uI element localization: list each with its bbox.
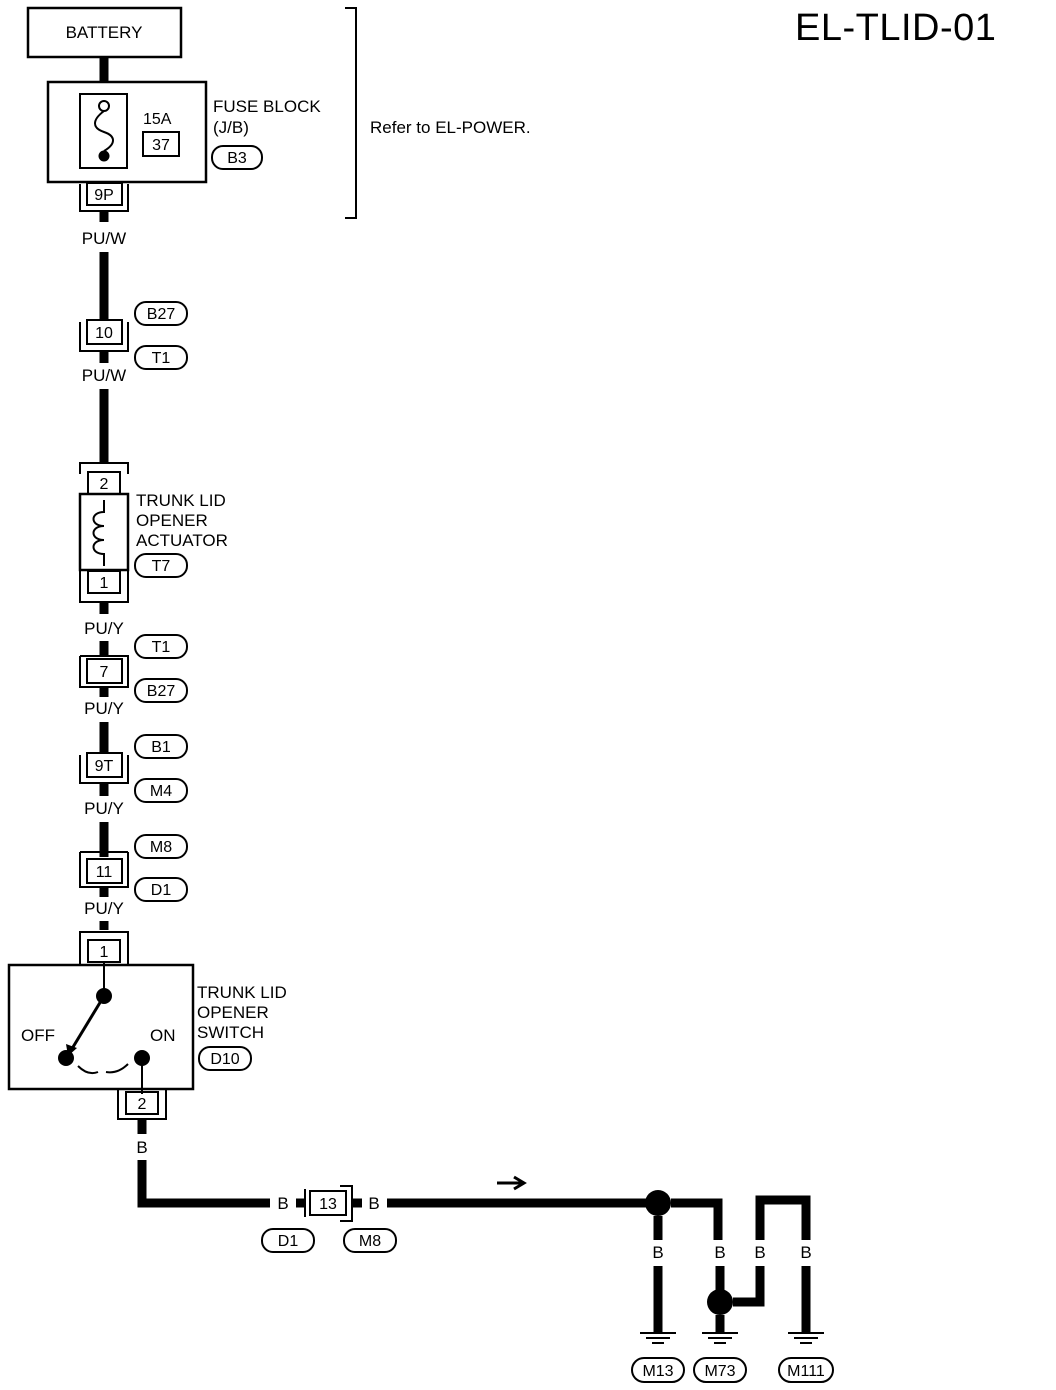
- splice-icon: [707, 1289, 733, 1315]
- fuse-block: 15A 37 FUSE BLOCK (J/B) B3: [46, 80, 321, 184]
- ground-icon: [640, 1332, 676, 1344]
- svg-text:1: 1: [100, 575, 109, 592]
- wire-color-label: B: [368, 1194, 379, 1213]
- connector-id-t1: T1: [152, 639, 171, 656]
- connector-id-t1: T1: [152, 350, 171, 367]
- battery: BATTERY: [26, 6, 183, 59]
- connector-13: 13 D1 M8: [261, 1185, 397, 1253]
- fuse-element-icon: [94, 110, 114, 152]
- connector-id-m8: M8: [150, 839, 172, 856]
- switch-on-label: ON: [150, 1026, 176, 1045]
- connector-7: 7 T1 B27: [79, 634, 188, 703]
- svg-text:7: 7: [100, 664, 109, 681]
- wire-color-label: B: [800, 1243, 811, 1262]
- svg-text:2: 2: [100, 476, 109, 493]
- ground-id: M111: [787, 1363, 825, 1380]
- wire-color-label: PU/W: [82, 229, 126, 248]
- trunk-lid-opener-switch: 1 OFF ON 2 TRUNK LID OPENER SWITCH D10: [7, 931, 287, 1120]
- fuse-rating: 15A: [143, 111, 172, 128]
- connector-10: 10 B27 T1: [79, 301, 188, 370]
- connector-9p: 9P: [79, 182, 129, 212]
- fuse-icon: [79, 93, 128, 169]
- wire-color-label: B: [652, 1243, 663, 1262]
- connector-id-b27: B27: [147, 306, 176, 323]
- connector-id-d1: D1: [151, 882, 172, 899]
- ground-icon: [702, 1332, 738, 1344]
- fuse-block-jb: (J/B): [213, 118, 249, 137]
- connector-id-m8: M8: [359, 1233, 381, 1250]
- wire-color-label: PU/Y: [84, 619, 124, 638]
- connector-11: 11 M8 D1: [79, 834, 188, 902]
- splice-icon: [645, 1190, 671, 1216]
- connector-id-d1: D1: [278, 1233, 299, 1250]
- ground-icon: [788, 1332, 824, 1344]
- actuator-name: TRUNK LID: [136, 491, 226, 510]
- battery-label: BATTERY: [66, 23, 143, 42]
- svg-text:OPENER: OPENER: [136, 511, 208, 530]
- wire-color-label: B: [714, 1243, 725, 1262]
- svg-text:SWITCH: SWITCH: [197, 1023, 264, 1042]
- wire-color-label: B: [754, 1243, 765, 1262]
- wire-color-label: PU/Y: [84, 799, 124, 818]
- svg-text:2: 2: [138, 1096, 147, 1113]
- refer-note: Refer to EL-POWER.: [370, 118, 531, 137]
- wire-color-label: PU/Y: [84, 699, 124, 718]
- diagram-title: EL-TLID-01: [795, 7, 996, 49]
- svg-text:13: 13: [319, 1196, 337, 1213]
- svg-text:OPENER: OPENER: [197, 1003, 269, 1022]
- wire-color-label: PU/Y: [84, 899, 124, 918]
- wire-b: [137, 1160, 270, 1208]
- fuse-block-connector-id: B3: [227, 150, 247, 167]
- connector-id-t7: T7: [152, 558, 171, 575]
- refer-bracket: [345, 7, 357, 219]
- connector-id-d10: D10: [210, 1051, 239, 1068]
- solenoid-coil-icon: [92, 500, 105, 566]
- arrow-right-icon: [497, 1175, 527, 1191]
- connector-id-b1: B1: [151, 739, 171, 756]
- wire-color-label: PU/W: [82, 366, 126, 385]
- ground-id: M13: [642, 1363, 673, 1380]
- svg-text:9P: 9P: [94, 187, 114, 204]
- wire-color-label: B: [136, 1138, 147, 1157]
- svg-text:10: 10: [95, 325, 113, 342]
- switch-name: TRUNK LID: [197, 983, 287, 1002]
- svg-text:ACTUATOR: ACTUATOR: [136, 531, 228, 550]
- svg-text:9T: 9T: [95, 758, 114, 775]
- switch-lever-icon: [68, 995, 106, 1053]
- fuse-number: 37: [152, 137, 170, 154]
- svg-text:1: 1: [100, 944, 109, 961]
- wire-color-label: B: [277, 1194, 288, 1213]
- trunk-lid-opener-actuator: 2 1 TRUNK LID OPENER ACTUATOR T7: [78, 462, 228, 603]
- connector-id-m4: M4: [150, 783, 172, 800]
- svg-text:11: 11: [96, 864, 113, 881]
- connector-9t: 9T B1 M4: [79, 734, 188, 803]
- switch-off-label: OFF: [21, 1026, 55, 1045]
- connector-id-b27: B27: [147, 683, 176, 700]
- ground-id: M73: [704, 1363, 735, 1380]
- fuse-block-name: FUSE BLOCK: [213, 97, 321, 116]
